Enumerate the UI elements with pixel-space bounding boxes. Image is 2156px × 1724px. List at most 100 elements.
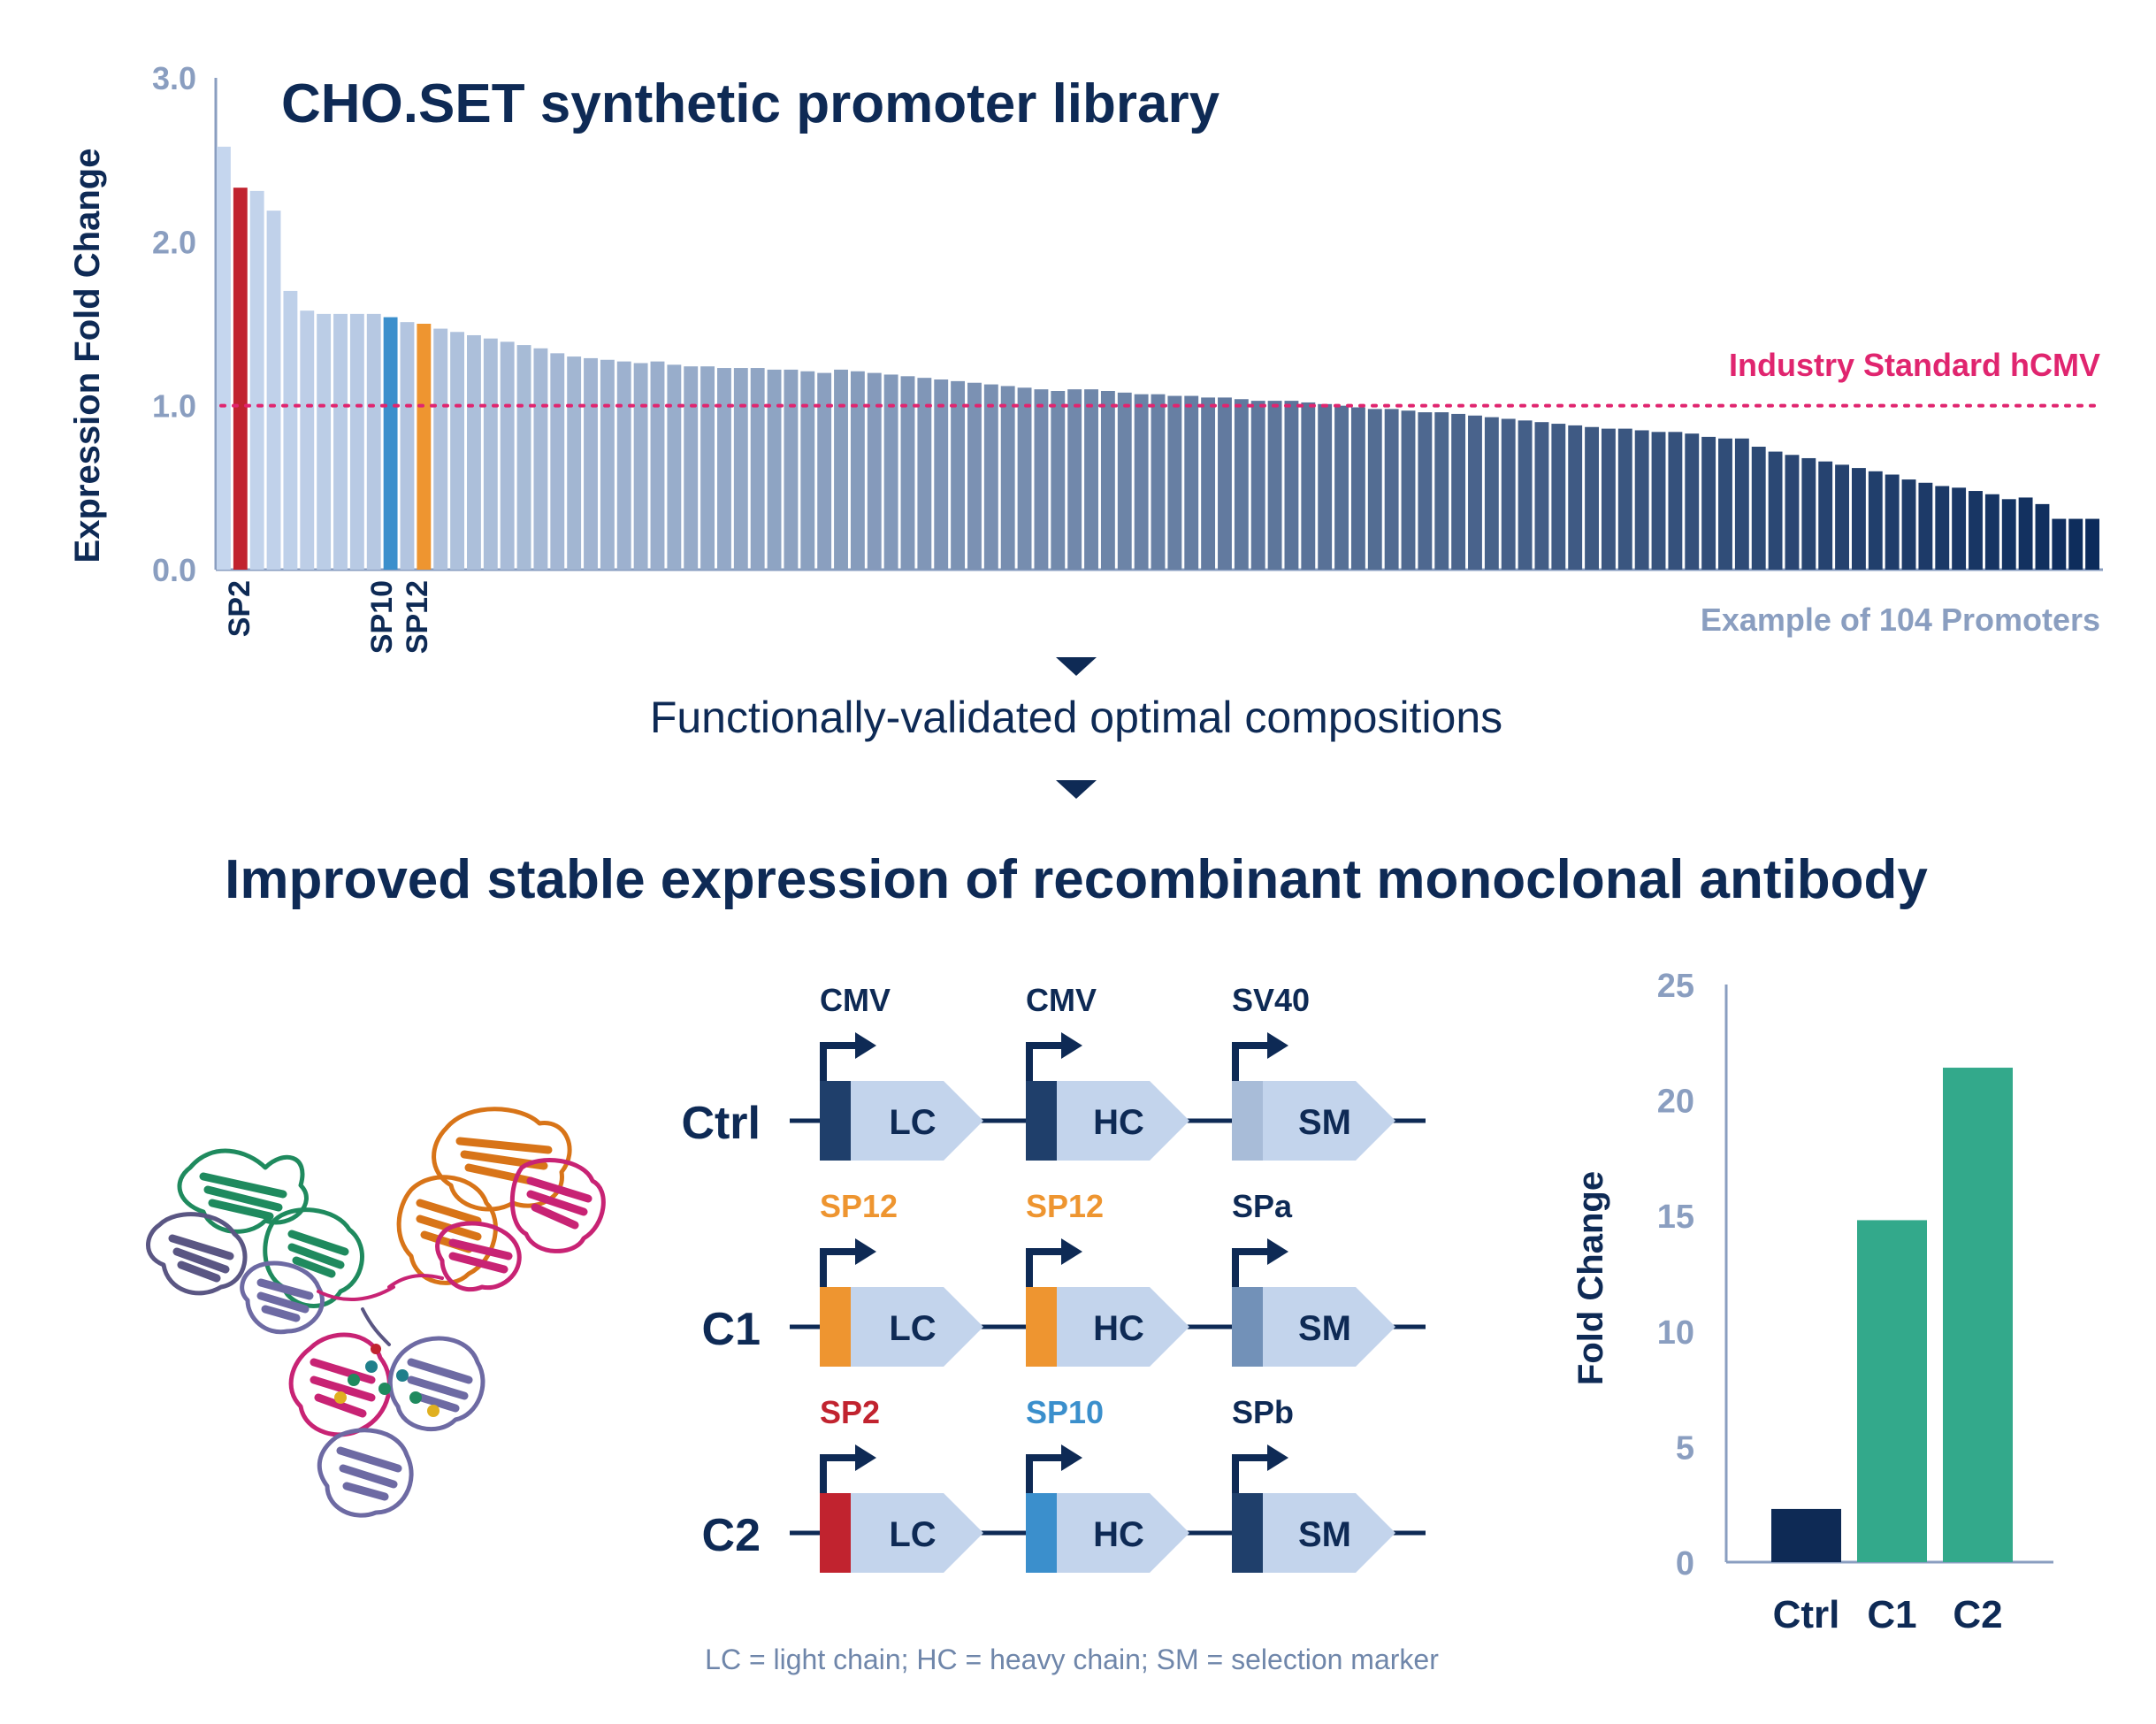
promoter-arrow-icon (1026, 1248, 1064, 1287)
gene-label: LC (889, 1103, 936, 1142)
promoter-bar (1184, 395, 1199, 570)
promoter-bar (1301, 402, 1316, 570)
promoter-arrowhead-icon (1061, 1444, 1082, 1471)
promoter-bar (1267, 401, 1282, 570)
promoter-bar (217, 146, 231, 570)
promoter-bar (934, 379, 949, 570)
promoter-bar (233, 188, 248, 571)
promoter-bar (1451, 413, 1466, 570)
gene-block (1232, 1493, 1395, 1573)
promoter-bar (834, 369, 848, 570)
promoter-bar (1551, 424, 1566, 570)
top-y-axis-ticks: 0.01.02.03.0 (152, 60, 196, 588)
promoter-bar (533, 348, 548, 570)
promoter-bar (1051, 390, 1066, 570)
fold-change-category-label: C2 (1953, 1593, 2002, 1636)
gene-block (820, 1287, 983, 1367)
promoter-block (820, 1287, 851, 1367)
gene-label: SM (1298, 1309, 1351, 1348)
promoter-arrowhead-icon (855, 1444, 876, 1471)
promoter-bar (2052, 518, 2067, 570)
promoter-arrow-icon (820, 1248, 858, 1287)
flow-section: Functionally-validated optimal compositi… (225, 657, 1928, 910)
promoter-bar (1952, 487, 1967, 570)
bar-label-sp2: SP2 (223, 580, 256, 637)
promoter-bar (1401, 410, 1416, 570)
promoter-bar (417, 324, 432, 570)
promoter-bar (1100, 390, 1115, 570)
promoter-bar (1201, 397, 1216, 570)
bar-label-sp12: SP12 (401, 580, 434, 654)
top-y-tick-label: 3.0 (152, 60, 196, 96)
gene-block (1232, 1081, 1395, 1161)
promoter-bar (1984, 494, 1999, 570)
antibody-structure-illustration (146, 1107, 606, 1518)
construct-name: C1 (702, 1304, 761, 1355)
promoter-library-chart: CHO.SET synthetic promoter library Expre… (68, 60, 2105, 654)
promoter-bar (584, 357, 598, 570)
promoter-bar (1668, 432, 1683, 570)
promoter-bar (883, 374, 898, 570)
promoter-bar (800, 371, 815, 570)
promoter-bar (967, 382, 982, 570)
promoter-bar (1334, 405, 1349, 570)
promoter-bar (333, 313, 348, 570)
promoter-bar (283, 290, 298, 570)
promoter-bar (1250, 401, 1265, 570)
promoter-bar (633, 363, 648, 570)
promoter-bar (667, 364, 682, 570)
promoter-bar (600, 359, 615, 570)
promoter-arrowhead-icon (1267, 1238, 1288, 1265)
fold-change-bar (1943, 1068, 2013, 1562)
promoter-bar (1468, 415, 1482, 570)
gene-label: HC (1093, 1103, 1144, 1142)
gene-label: LC (889, 1515, 936, 1554)
promoter-bar (383, 317, 398, 570)
promoter-arrowhead-icon (855, 1032, 876, 1059)
promoter-bar (784, 369, 799, 570)
promoter-bar (1384, 409, 1399, 570)
promoter-bar (1000, 386, 1015, 570)
promoter-bar (900, 376, 915, 570)
gene-label: SM (1298, 1103, 1351, 1142)
construct-name: Ctrl (681, 1098, 761, 1149)
promoter-bar (317, 313, 332, 570)
promoter-bar (917, 378, 932, 570)
promoter-arrowhead-icon (1061, 1032, 1082, 1059)
promoter-label: SPb (1232, 1394, 1294, 1430)
construct-legend: LC = light chain; HC = heavy chain; SM =… (705, 1644, 1439, 1675)
promoter-bar (750, 368, 765, 570)
gene-label: HC (1093, 1515, 1144, 1554)
promoter-bar (1585, 426, 1599, 570)
promoter-bar (1701, 436, 1716, 570)
gene-block (820, 1081, 983, 1161)
promoter-arrow-icon (1232, 1248, 1270, 1287)
promoter-bar (567, 356, 582, 570)
promoter-bar (1134, 394, 1149, 570)
promoter-label: SV40 (1232, 982, 1310, 1018)
promoter-label: SPa (1232, 1188, 1293, 1224)
promoter-bar (1318, 403, 1333, 570)
fold-change-y-tick-label: 5 (1676, 1429, 1694, 1467)
promoter-block (1232, 1081, 1263, 1161)
promoter-arrow-icon (1232, 1454, 1270, 1493)
promoter-bar (266, 211, 281, 570)
promoter-label: SP12 (1026, 1188, 1104, 1224)
fold-change-category-label: C1 (1867, 1593, 1916, 1636)
promoter-bar (983, 384, 998, 570)
gene-label: HC (1093, 1309, 1144, 1348)
promoter-bar (1117, 392, 1132, 570)
promoter-label: SP10 (1026, 1394, 1104, 1430)
promoter-bar (500, 341, 515, 570)
top-y-tick-label: 0.0 (152, 552, 196, 588)
promoter-arrow-icon (820, 1454, 858, 1493)
promoter-bar (1835, 464, 1849, 570)
promoter-bar (249, 190, 264, 570)
promoter-bar (1418, 412, 1433, 570)
promoter-arrow-icon (1026, 1042, 1064, 1081)
promoter-arrow-icon (1026, 1454, 1064, 1493)
promoter-bar (733, 368, 748, 570)
fold-change-y-tick-label: 10 (1657, 1314, 1694, 1352)
